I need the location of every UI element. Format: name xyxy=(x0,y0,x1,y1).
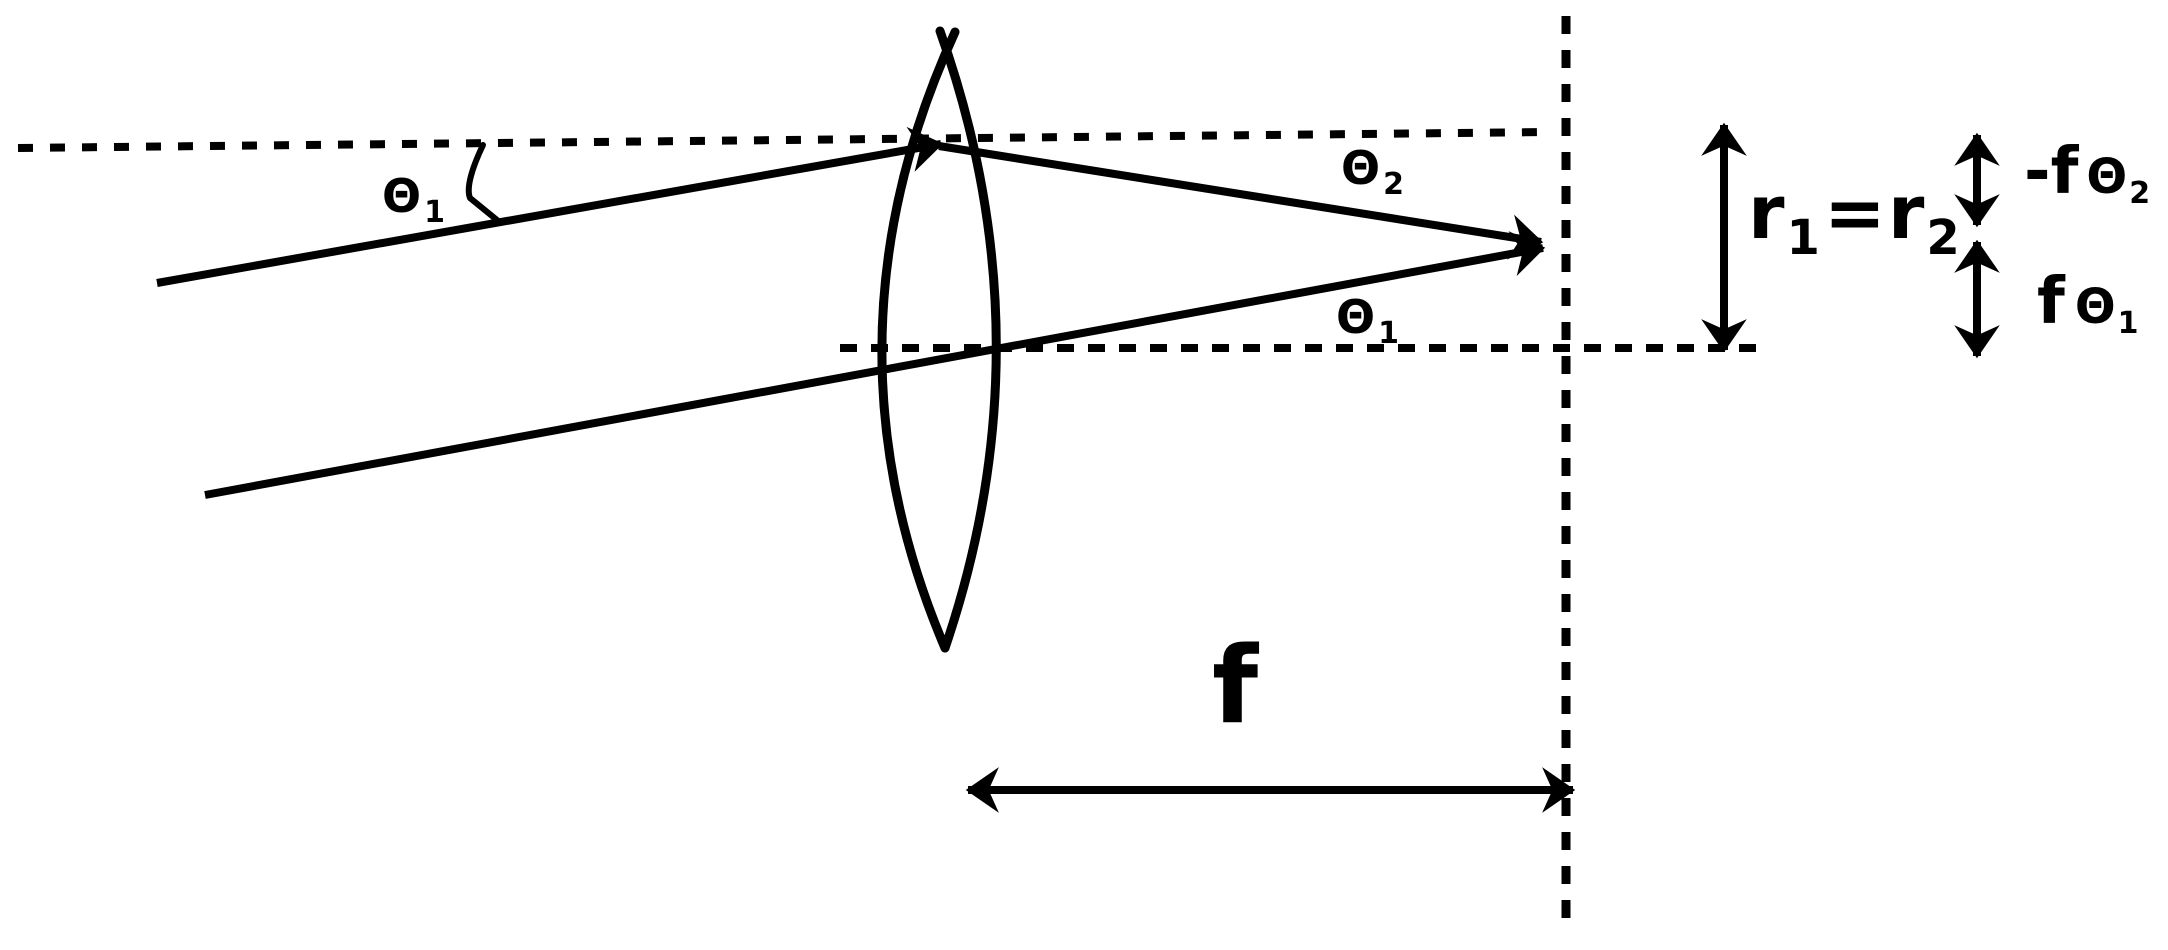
refracted-ray-upper xyxy=(938,142,1544,260)
incident-angle-arc xyxy=(465,142,500,223)
focal-length-label: f xyxy=(1212,624,1260,747)
chief-ray-lower xyxy=(204,231,1546,499)
lens xyxy=(877,26,1001,653)
lens-left-surface xyxy=(877,27,960,653)
upper-reference-dashed-line xyxy=(17,128,1553,152)
incident-ray-upper xyxy=(156,126,944,287)
lens-right-surface xyxy=(935,26,1001,653)
r1-equals-r2-label: r1=r2 xyxy=(1748,170,1960,266)
